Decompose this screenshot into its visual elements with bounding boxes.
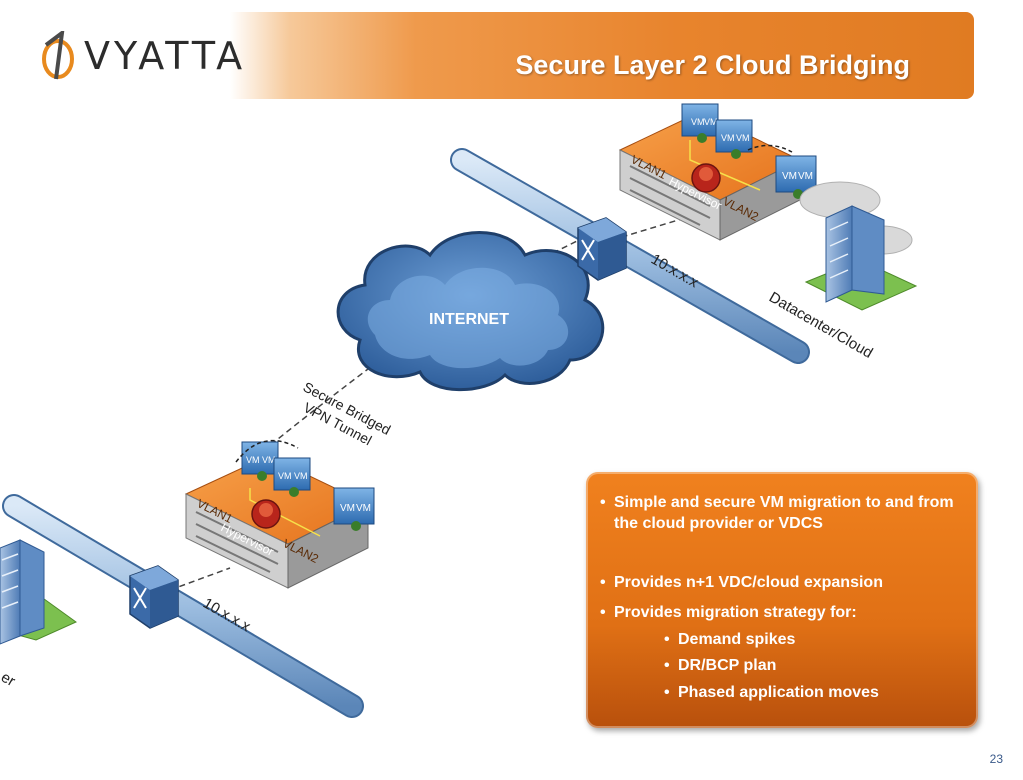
internet-cloud: INTERNET: [336, 231, 605, 392]
left-site-building-icon: [0, 539, 77, 645]
bottom-hypervisor: VLAN1 Hypervisor VLAN2: [184, 455, 370, 589]
page-number: 23: [989, 752, 1003, 766]
top-vm-2: VM VM: [715, 119, 753, 159]
bottom-link-path: [169, 567, 231, 591]
top-hypervisor: VLAN1 Hypervisor VLAN2: [618, 111, 802, 241]
svg-text:VM: VM: [246, 455, 260, 465]
top-network-pipe: [450, 148, 810, 364]
logo-wordmark: VYATTA: [84, 34, 247, 78]
svg-text:VM: VM: [704, 117, 718, 127]
svg-text:VM: VM: [278, 471, 292, 481]
vyatta-logo: VYATTA: [40, 26, 246, 86]
info-box: Simple and secure VM migration to and fr…: [586, 472, 978, 728]
svg-text:VM: VM: [736, 133, 750, 143]
bullet-2: Provides n+1 VDC/cloud expansion: [600, 572, 954, 593]
bottom-network-pipe: [2, 494, 364, 718]
slide-title: Secure Layer 2 Cloud Bridging: [515, 50, 910, 80]
bottom-vm-3: VM VM: [333, 487, 375, 531]
sub-bullet-2: DR/BCP plan: [664, 655, 776, 676]
sub-bullet-1: Demand spikes: [664, 629, 795, 650]
top-vm-3: VM VM: [775, 155, 817, 199]
bullet-3: Provides migration strategy for:: [600, 602, 954, 623]
svg-text:VM: VM: [798, 171, 813, 182]
sub-bullet-3: Phased application moves: [664, 682, 879, 703]
svg-text:VM: VM: [356, 503, 371, 514]
top-vm-1: VM VM: [681, 103, 719, 143]
top-switch: [577, 217, 627, 281]
tunnel-label: Secure Bridged VPN Tunnel: [301, 379, 394, 449]
left-site-label: er: [0, 669, 18, 690]
svg-text:VM: VM: [691, 117, 705, 127]
bottom-vm-migrate-arrow: [235, 439, 299, 463]
title-banner: Secure Layer 2 Cloud Bridging: [230, 12, 974, 99]
datacenter-building-icon: [804, 205, 918, 311]
internet-label: INTERNET: [429, 311, 509, 328]
top-vm-migrate-arrow: [747, 144, 793, 153]
svg-text:VM: VM: [294, 471, 308, 481]
vpn-tunnel-path: [239, 359, 381, 471]
vyatta-logo-mark-icon: [42, 31, 74, 80]
svg-text:VM: VM: [262, 455, 276, 465]
bullet-1: Simple and secure VM migration to and fr…: [600, 492, 954, 534]
svg-text:VM: VM: [782, 171, 797, 182]
bottom-vm-1: VM VM: [241, 441, 279, 481]
svg-text:VM: VM: [340, 503, 355, 514]
svg-text:VM: VM: [721, 133, 735, 143]
bottom-vm-2: VM VM: [273, 457, 311, 497]
bottom-switch: [129, 565, 179, 629]
